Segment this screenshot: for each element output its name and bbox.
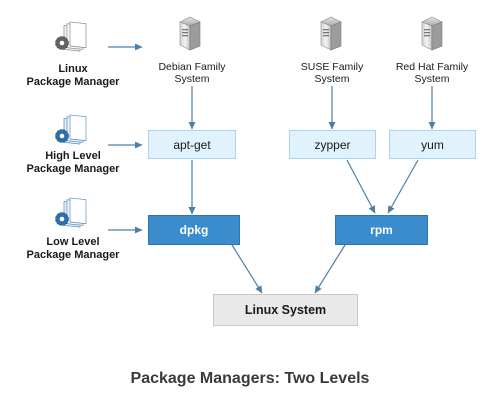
dpkg-box: dpkg — [148, 215, 240, 245]
debian-server-icon — [179, 16, 201, 51]
zypper-box: zypper — [289, 130, 376, 159]
low-level-package-manager-icon — [55, 197, 87, 228]
linux-system-box: Linux System — [213, 294, 358, 326]
linux-package-manager-icon — [55, 21, 87, 52]
arrow-yum-to-rpm — [387, 159, 419, 214]
suse-server-icon — [320, 16, 342, 51]
high-level-package-manager-icon — [55, 114, 87, 145]
arrow-zypper-to-rpm — [346, 159, 376, 214]
yum-box: yum — [389, 130, 476, 159]
diagram-caption: Package Managers: Two Levels — [130, 370, 370, 387]
arrow-rpm-to-system — [314, 244, 346, 294]
redhat-server-icon — [421, 16, 443, 51]
apt-get-box: apt-get — [148, 130, 236, 159]
rpm-box: rpm — [335, 215, 428, 245]
arrow-dpkg-to-system — [231, 244, 263, 294]
